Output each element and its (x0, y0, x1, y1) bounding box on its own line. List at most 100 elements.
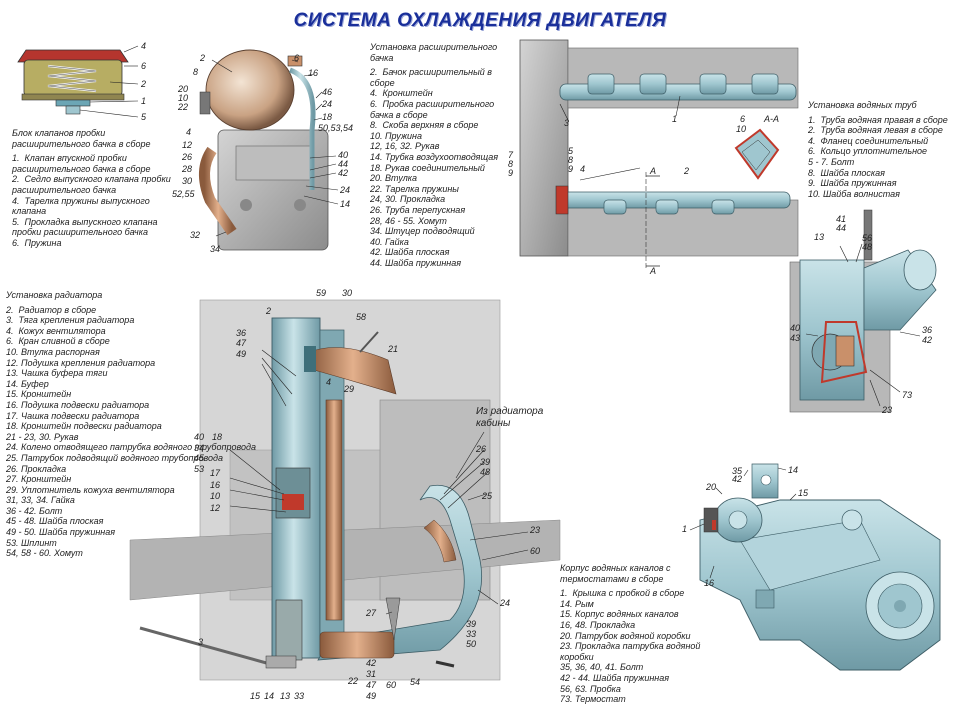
legend-item-number: 26. (370, 204, 383, 215)
callout-label: 2 (683, 166, 689, 176)
legend-item-text: Скоба верхняя в сборе (380, 120, 479, 131)
legend-item: 5 - 7. Болт (808, 157, 958, 168)
legend-item-number: 15. (560, 609, 573, 620)
callout-label: A-A (763, 114, 779, 124)
callout-label: 30 (342, 288, 352, 298)
legend-item: 28, 46 - 55. Хомут (370, 216, 515, 227)
callout-label: 14 (340, 199, 350, 209)
legend-item-number: 6. (808, 146, 816, 157)
legend-item: 45 - 48. Шайба плоская (6, 516, 184, 527)
legend-item-number: 1. (808, 114, 816, 125)
legend-item-text: Шайба пружинная (590, 672, 670, 683)
legend-item-text: Кронштейн подвески радиатора (18, 421, 162, 432)
legend-item-text: Хомут (51, 548, 83, 559)
legend-item-text: Корпус водяных каналов (572, 609, 679, 620)
legend-item: 1. Клапан впускной пробки расширительног… (12, 153, 177, 174)
callout-label: 23 (881, 405, 892, 415)
legend-item-text: Буфер (18, 378, 49, 389)
legend-item-text: Уплотнитель кожуха вентилятора (18, 484, 175, 495)
legend-item: 18. Кронштейн подвески радиатора (6, 421, 184, 432)
callout-label: 47 (366, 680, 377, 690)
legend-item-text: Прокладка (18, 463, 67, 474)
callout-label: 29 (343, 384, 354, 394)
callout-label: 54 (410, 677, 420, 687)
legend-item-text: Гайка (48, 495, 75, 506)
callout-label: 58 (356, 312, 366, 322)
legend-item-number: 12. (6, 357, 19, 368)
legend-item-text: Шайба пружинная (818, 178, 897, 189)
legend-item-text: Фланец соединительный (818, 135, 929, 146)
callout-label: A (649, 166, 656, 176)
legend-item-text: Рукав соединительный (382, 162, 485, 173)
legend-item-text: Болт (36, 505, 63, 516)
legend-item-text: Кожух вентилятора (16, 325, 106, 336)
legend-item: 6. Пробка расширительного бачка в сборе (370, 99, 515, 120)
legend-item-text: Шайба плоская (818, 167, 885, 178)
legend-item-number: 34. (370, 226, 383, 237)
legend-item-text: Чашка подвески радиатора (18, 410, 140, 421)
legend-item-number: 23. (560, 641, 573, 652)
callout-label: 45 (194, 453, 205, 463)
legend-item: 15. Корпус водяных каналов (560, 609, 730, 620)
legend-item: 18. Рукав соединительный (370, 163, 515, 174)
radiator-note-line: Из радиатора (476, 406, 544, 417)
legend-item-text: Шайба волнистая (820, 188, 900, 199)
callout-label: 10 (736, 124, 746, 134)
legend-item: 9. Шайба пружинная (808, 178, 958, 189)
legend-item-text: Шайба пружинная (382, 257, 462, 268)
legend-item-number: 2. (808, 125, 816, 136)
page-title: СИСТЕМА ОХЛАЖДЕНИЯ ДВИГАТЕЛЯ (293, 10, 667, 31)
callout-label: 4 (326, 377, 331, 387)
legend-item-number: 14. (6, 378, 19, 389)
legend-item-text: Патрубок водяной коробки (572, 630, 691, 641)
callout-label: 44 (836, 223, 846, 233)
legend-item-number: 17. (6, 410, 19, 421)
legend-title: Установка водяных труб (808, 100, 917, 110)
legend-item-number: 8. (370, 120, 378, 131)
tank-install-callouts: 2 8 6 16 20 10 22 46 24 18 50,53,54 4 12… (172, 53, 353, 254)
callout-label: 6 (740, 114, 745, 124)
legend-item-text: Рукав (51, 431, 79, 442)
callout-label: 18 (212, 432, 222, 442)
legend-item-number: 1. (560, 588, 568, 599)
legend-item-text: Термостат (572, 694, 626, 705)
callout-label: 49 (366, 691, 376, 701)
legend-item-number: 56, 63. (560, 683, 588, 694)
pipes-install-legend: Установка водяных труб 1. Труба водяная … (808, 100, 958, 199)
legend-item-number: 8. (808, 167, 816, 178)
callout-label: 15 (798, 488, 809, 498)
callout-label: A (649, 266, 656, 276)
legend-item-number: 25. (6, 452, 19, 463)
callout-label: 23 (529, 525, 540, 535)
callout-label: 53 (194, 464, 204, 474)
legend-item: 23. Прокладка патрубка водяной коробки (560, 641, 730, 662)
legend-item: 6. Пружина (12, 238, 177, 249)
legend-item: 4. Тарелка пружины выпускного клапана (12, 196, 177, 217)
callout-label: 24 (321, 99, 332, 109)
legend-item-number: 10. (370, 130, 383, 141)
legend-item-text: Шайба плоская (382, 247, 450, 258)
legend-item: 1. Крышка с пробкой в сборе (560, 588, 730, 599)
legend-item-text: Штуцер подводящий (382, 226, 475, 237)
callout-label: 16 (704, 578, 714, 588)
legend-item-text: Труба водяная левая в сборе (818, 125, 943, 136)
legend-item: 44. Шайба пружинная (370, 258, 515, 269)
legend-item-text: Пружина (22, 237, 62, 248)
callout-label: 2 (199, 53, 205, 63)
callout-label: 39 (480, 457, 490, 467)
legend-item: 4. Кронштейн (370, 88, 515, 99)
callout-label: 1 (672, 114, 677, 124)
callout-label: 48 (862, 242, 872, 252)
legend-item-number: 4. (370, 88, 378, 99)
legend-item-number: 1. (12, 153, 20, 164)
callout-label: 34 (210, 244, 220, 254)
legend-title: Блок клапанов пробки расширительного бач… (12, 128, 151, 149)
legend-item-number: 21 - 23, 30. (6, 431, 52, 442)
legend-item-text: Кронштейн (380, 88, 433, 99)
legend-item: 4. Фланец соединительный (808, 136, 958, 147)
callout-label: 46 (322, 87, 332, 97)
